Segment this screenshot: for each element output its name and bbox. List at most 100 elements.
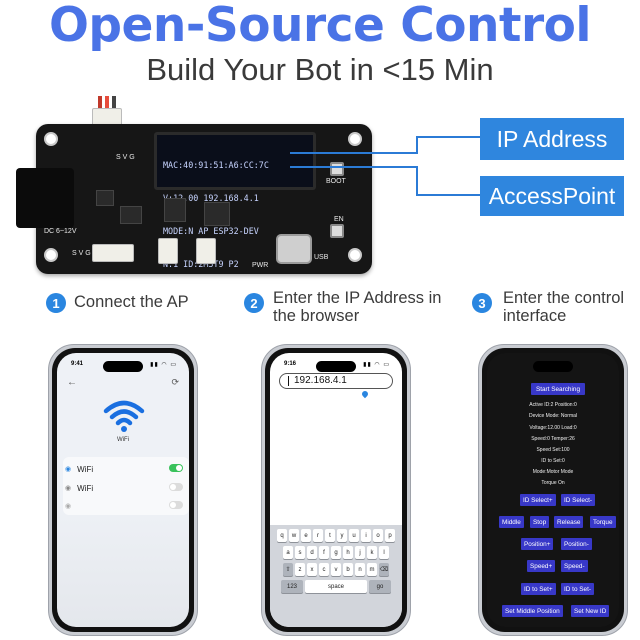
id-to-set-minus-button[interactable]: ID to Set- (561, 583, 594, 595)
info-line: ID to Set:0 (541, 458, 565, 464)
cable-connector (90, 96, 126, 126)
phone-wifi: 9:41 ▮▮ ◠ ▭ ← ⟳ WiFi ◉ WiFi ◉ WiFi ◉ (48, 344, 198, 636)
info-line: Active ID:2 Position:0 (529, 402, 577, 408)
keyboard-key[interactable]: j (355, 546, 365, 559)
silk-svg-top: S V G (116, 154, 135, 161)
wifi-network-row[interactable]: ◉ (65, 498, 187, 514)
keyboard-key[interactable]: o (373, 529, 383, 542)
step-number: 3 (472, 293, 492, 313)
keyboard-key[interactable]: a (283, 546, 293, 559)
stop-button[interactable]: Stop (530, 516, 550, 528)
keyboard-key[interactable]: x (307, 563, 317, 576)
keyboard-key[interactable]: m (367, 563, 377, 576)
step-text: Enter the IP Address in the browser (273, 289, 442, 325)
keyboard-key[interactable]: k (367, 546, 377, 559)
keyboard-row: 123 space go (273, 580, 399, 593)
page-title: Open-Source Control (48, 0, 592, 53)
wifi-toggle[interactable] (169, 483, 183, 491)
keyboard-key[interactable]: l (379, 546, 389, 559)
oled-line: MODE:N AP ESP32-DEV (163, 226, 259, 236)
keyboard-key[interactable]: h (343, 546, 353, 559)
keyboard-key[interactable]: t (325, 529, 335, 542)
callout-line (416, 136, 418, 154)
id-to-set-plus-button[interactable]: ID to Set+ (521, 583, 556, 595)
keyboard-key[interactable]: u (349, 529, 359, 542)
keyboard-key[interactable]: v (331, 563, 341, 576)
keyboard-key[interactable]: c (319, 563, 329, 576)
keyboard-key[interactable]: i (361, 529, 371, 542)
mount-hole (44, 248, 58, 262)
wifi-network-row[interactable]: ◉ WiFi (65, 480, 187, 496)
position-plus-button[interactable]: Position+ (521, 538, 554, 550)
port (158, 238, 178, 264)
wifi-network-row[interactable]: ◉ WiFi (65, 461, 187, 477)
keyboard-key[interactable]: g (331, 546, 341, 559)
info-line: Voltage:12.00 Load:0 (529, 425, 577, 431)
start-searching-button[interactable]: Start Searching (531, 383, 585, 395)
chip (164, 198, 186, 222)
set-middle-position-button[interactable]: Set Middle Position (502, 605, 563, 617)
port (196, 238, 216, 264)
keyboard-key[interactable]: w (289, 529, 299, 542)
dynamic-island (533, 361, 573, 372)
wifi-panel (63, 457, 189, 515)
id-select-minus-button[interactable]: ID Select- (561, 494, 596, 506)
silk-dc: DC 6~12V (44, 228, 77, 235)
chip (204, 202, 230, 226)
wifi-network-label: WiFi (77, 464, 94, 474)
key-go[interactable]: go (369, 580, 391, 593)
keyboard-key[interactable]: q (277, 529, 287, 542)
usb-c-port (276, 234, 312, 264)
keyboard-key[interactable]: ⌫ (379, 563, 389, 576)
set-new-id-button[interactable]: Set New ID (571, 605, 610, 617)
oled-line: MAC:40:91:51:A6:CC:7C (163, 160, 269, 170)
boot-button (330, 162, 344, 176)
key-space[interactable]: space (305, 580, 367, 593)
position-minus-button[interactable]: Position- (561, 538, 592, 550)
driver-board: S V G MAC:40:91:51:A6:CC:7C V:12.00 192.… (16, 124, 372, 274)
keyboard-key[interactable]: b (343, 563, 353, 576)
phone-control: Start Searching Active ID:2 Position:0 D… (478, 344, 628, 636)
key-123[interactable]: 123 (281, 580, 303, 593)
keyboard-key[interactable]: f (319, 546, 329, 559)
silk-usb: USB (314, 254, 329, 261)
mount-hole (348, 248, 362, 262)
keyboard-key[interactable]: z (295, 563, 305, 576)
torque-button[interactable]: Torque (590, 516, 616, 528)
dc-jack (16, 168, 74, 228)
chip (96, 190, 114, 206)
middle-button[interactable]: Middle (499, 516, 524, 528)
wifi-toggle[interactable] (169, 464, 183, 472)
release-button[interactable]: Release (554, 516, 584, 528)
id-select-plus-button[interactable]: ID Select+ (520, 494, 556, 506)
keyboard-key[interactable]: p (385, 529, 395, 542)
keyboard-key[interactable]: y (337, 529, 347, 542)
silk-boot: BOOT (326, 178, 346, 185)
speed-plus-button[interactable]: Speed+ (527, 560, 556, 572)
step-number: 1 (46, 293, 66, 313)
status-icons: ▮▮ ◠ ▭ (363, 362, 390, 368)
step-text: Connect the AP (74, 293, 189, 311)
keyboard-key[interactable]: e (301, 529, 311, 542)
speed-minus-button[interactable]: Speed- (561, 560, 588, 572)
wifi-small-icon: ◉ (65, 466, 72, 473)
dynamic-island (103, 361, 143, 372)
url-input[interactable]: 192.168.4.1 (279, 373, 393, 389)
back-arrow-icon[interactable]: ← (67, 377, 77, 388)
wifi-toggle[interactable] (169, 501, 183, 509)
access-point-label: AccessPoint (480, 176, 624, 216)
keyboard-key[interactable]: s (295, 546, 305, 559)
keyboard-key[interactable]: d (307, 546, 317, 559)
wifi-icon (103, 400, 145, 432)
keyboard-key[interactable]: n (355, 563, 365, 576)
wifi-small-icon: ◉ (65, 503, 72, 510)
chip (120, 206, 142, 224)
refresh-icon[interactable]: ⟳ (171, 377, 179, 387)
keyboard-key[interactable]: ⇧ (283, 563, 293, 576)
keyboard-key[interactable]: r (313, 529, 323, 542)
callout-line (290, 166, 416, 168)
